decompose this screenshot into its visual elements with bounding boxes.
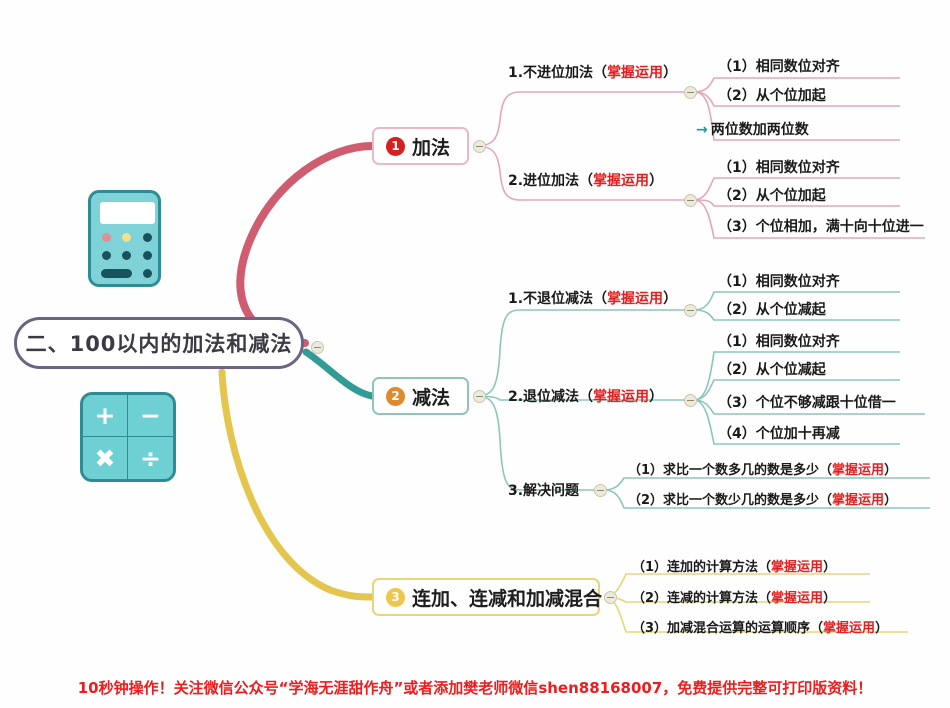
branch-badge-1: 1 — [386, 136, 405, 156]
collapse-toggle-root[interactable] — [311, 341, 324, 354]
branch-node-addition[interactable]: 1 加法 — [372, 127, 469, 165]
leaf-node: （2）从个位加起 — [718, 188, 826, 204]
leaf-node: （1）相同数位对齐 — [718, 334, 840, 350]
collapse-toggle-addition[interactable] — [473, 140, 486, 153]
leaf-node: （1）相同数位对齐 — [718, 160, 840, 176]
leaf-node: （2）从个位减起 — [718, 302, 826, 318]
promo-footer-text: 10秒钟操作！关注微信公众号“学海无涯甜作舟”或者添加樊老师微信shen8816… — [77, 679, 873, 697]
operator-times-icon: ✖ — [83, 437, 128, 479]
leaf-node: （1）相同数位对齐 — [718, 274, 840, 290]
topic-label-borrow-subtraction: 2.退位减法（掌握运用） — [508, 389, 664, 405]
branch-node-subtraction[interactable]: 2 减法 — [372, 377, 469, 415]
operators-icon: + − ✖ ÷ — [80, 392, 176, 482]
branch-badge-2: 2 — [386, 386, 405, 406]
leaf-node: （2）求比一个数少几的数是多少（掌握运用） — [628, 493, 898, 508]
leaf-node: （3）加减混合运算的运算顺序（掌握运用） — [632, 621, 889, 636]
calculator-key — [102, 233, 111, 242]
branch-node-mixed-operations[interactable]: 3 连加、连减和加减混合 — [372, 578, 603, 616]
topic-label-no-carry-addition: 1.不进位加法（掌握运用） — [508, 65, 678, 81]
branch-label-addition: 加法 — [412, 136, 451, 159]
calculator-key — [102, 251, 111, 260]
root-label: 二、100以内的加法和减法 — [25, 332, 293, 356]
arrow-right-icon: → — [696, 122, 708, 138]
collapse-toggle-no-borrow-subtraction[interactable] — [684, 304, 697, 317]
leaf-node: （1）相同数位对齐 — [718, 59, 840, 75]
calculator-key — [143, 269, 152, 278]
branch-label-mixed-operations: 连加、连减和加减混合 — [412, 587, 603, 610]
leaf-node: （2）从个位减起 — [718, 362, 826, 378]
branch-label-subtraction: 减法 — [412, 386, 451, 409]
operator-divide-icon: ÷ — [140, 443, 161, 473]
leaf-node: （1）连加的计算方法（掌握运用） — [632, 560, 837, 575]
branch-badge-3: 3 — [386, 587, 405, 607]
calculator-icon — [88, 190, 161, 287]
leaf-node: （1）求比一个数多几的数是多少（掌握运用） — [628, 463, 898, 478]
leaf-node: （4）个位加十再减 — [718, 426, 840, 442]
leaf-node-two-digit-addition: →两位数加两位数 — [696, 122, 809, 138]
collapse-toggle-borrow-subtraction[interactable] — [684, 394, 697, 407]
calculator-key — [122, 251, 131, 260]
leaf-node: （3）个位相加，满十向十位进一 — [718, 219, 924, 235]
topic-label-no-borrow-subtraction: 1.不退位减法（掌握运用） — [508, 291, 678, 307]
calculator-key — [122, 233, 131, 242]
collapse-toggle-no-carry-addition[interactable] — [684, 86, 697, 99]
calculator-screen — [100, 202, 155, 224]
operator-plus-icon: + — [83, 395, 128, 437]
operator-minus-icon: − — [128, 395, 173, 437]
topic-label-solve-problems: 3.解决问题 — [508, 483, 580, 499]
leaf-node: （2）从个位加起 — [718, 88, 826, 104]
collapse-toggle-subtraction[interactable] — [473, 390, 486, 403]
leaf-node: （3）个位不够减跟十位借一 — [718, 395, 896, 411]
calculator-key — [143, 233, 152, 242]
collapse-toggle-solve-problems[interactable] — [594, 484, 607, 497]
root-node[interactable]: 二、100以内的加法和减法 — [14, 317, 304, 369]
calculator-key-bar — [101, 269, 132, 278]
calculator-key — [143, 251, 152, 260]
leaf-node: （2）连减的计算方法（掌握运用） — [632, 591, 837, 606]
collapse-toggle-carry-addition[interactable] — [684, 194, 697, 207]
topic-label-carry-addition: 2.进位加法（掌握运用） — [508, 173, 664, 189]
collapse-toggle-mixed-operations[interactable] — [604, 591, 617, 604]
